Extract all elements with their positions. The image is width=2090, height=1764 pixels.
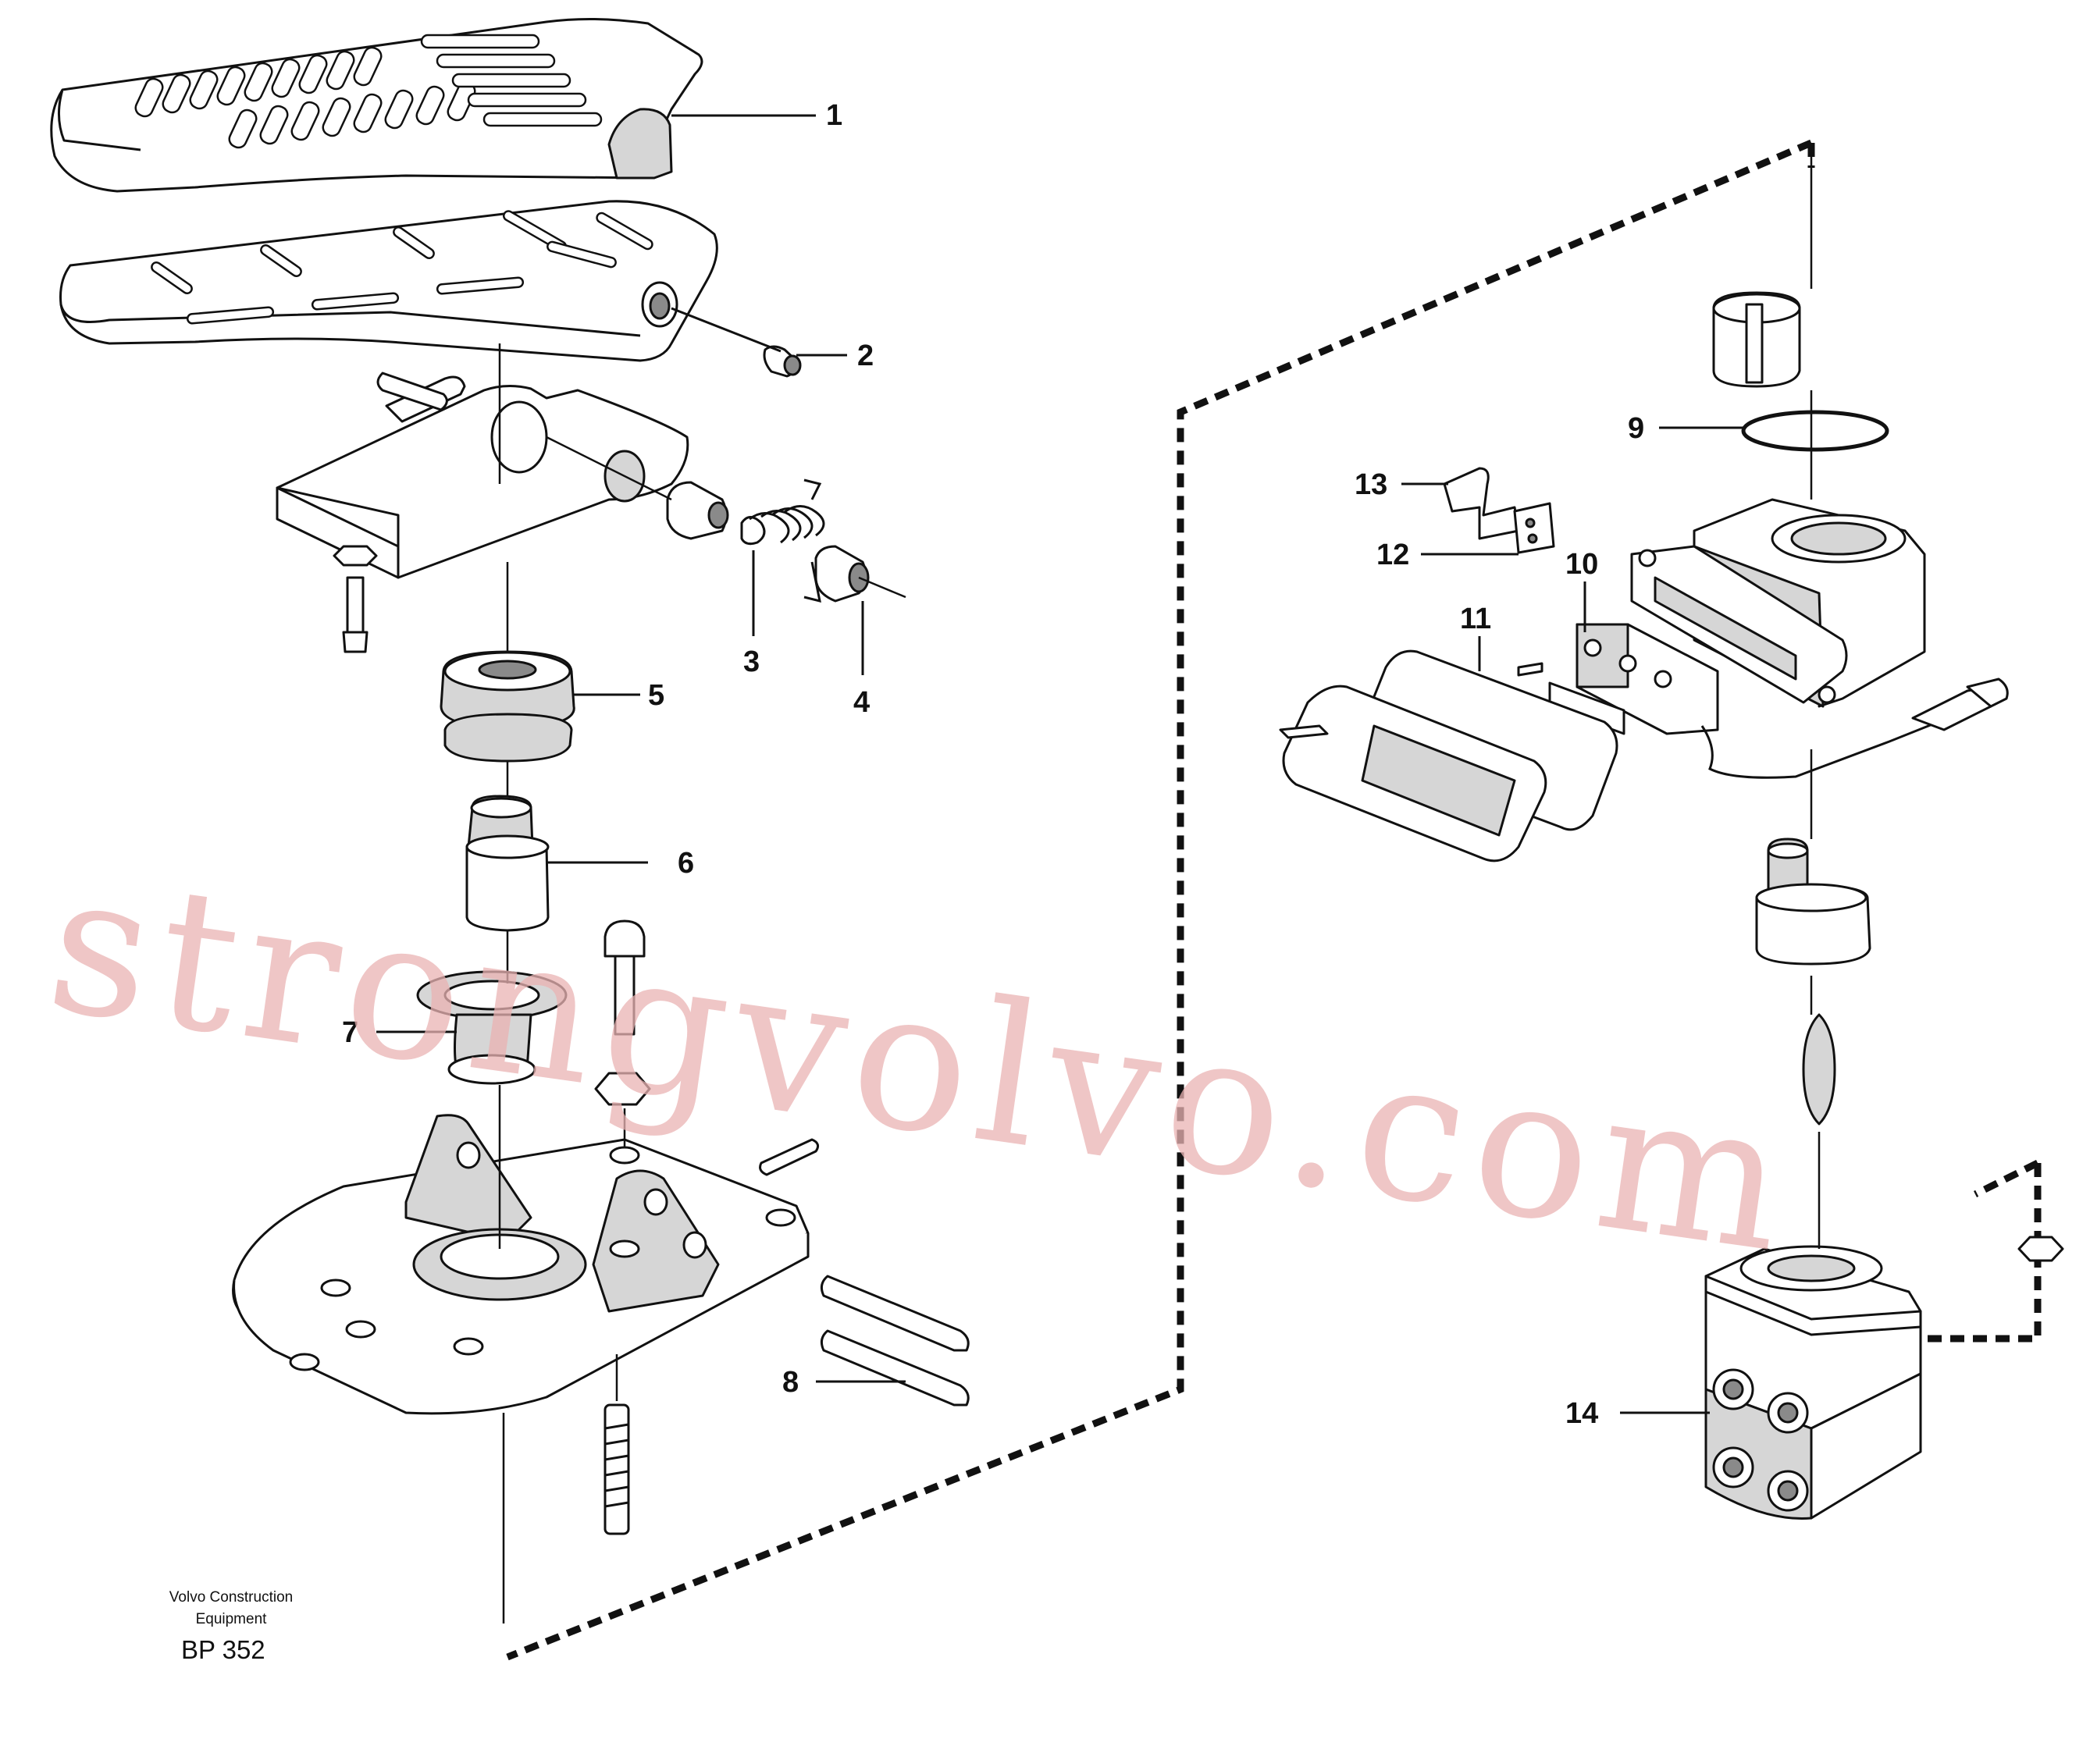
pedal-body-slots	[151, 210, 653, 325]
base-plate	[232, 1114, 810, 1415]
callout-12: 12	[1376, 539, 1409, 571]
part-9-o-ring	[1741, 410, 1889, 452]
footer-block: Volvo Construction Equipment BP 352	[169, 1589, 293, 1664]
callout-6: 6	[678, 847, 694, 880]
assembly-axes	[498, 152, 1821, 1624]
callout-1: 1	[826, 99, 842, 132]
footer-company-line1: Volvo Construction	[169, 1589, 293, 1606]
callout-7: 7	[342, 1016, 358, 1049]
part-2-screw	[763, 345, 802, 378]
pedal-cover-slots	[134, 34, 603, 149]
part-5-rubber-boot	[440, 650, 575, 763]
part-10-switch	[1517, 623, 1719, 735]
part-11-gasket-and-cover	[1279, 649, 1618, 862]
callout-2: 2	[857, 340, 874, 372]
callout-14: 14	[1565, 1397, 1598, 1430]
footer-company-line2: Equipment	[196, 1611, 268, 1627]
threaded-stud	[604, 1403, 630, 1535]
leader-lines	[376, 114, 1745, 1414]
part-4-bushing	[814, 545, 870, 603]
actuator-sleeve	[1755, 838, 1871, 966]
part-13-clip	[1443, 467, 1520, 540]
callout-13: 13	[1355, 468, 1387, 501]
pivot-bushing-left	[666, 481, 729, 540]
part-8-pins	[820, 1275, 970, 1407]
callout-10: 10	[1565, 548, 1598, 581]
callout-11: 11	[1460, 603, 1491, 635]
part-14-valve-body	[1704, 1245, 1922, 1520]
callout-5: 5	[648, 679, 664, 712]
small-pin	[376, 372, 448, 411]
small-dowel	[759, 1138, 820, 1176]
callout-3: 3	[743, 645, 760, 678]
sensor-cable	[1700, 678, 2009, 779]
pedal-body	[59, 200, 718, 362]
valve-housing	[1630, 498, 1926, 708]
callout-labels: 1 2 3 4 5 6 7 8 9 10 11 12 13 14	[342, 99, 1644, 1430]
part-6-plunger	[465, 795, 550, 932]
bracket-screw	[333, 545, 378, 653]
part-3-spring	[740, 478, 825, 603]
top-sleeve	[1712, 291, 1801, 388]
plunger-pin	[1802, 1013, 1836, 1126]
footer-drawing-code: BP 352	[181, 1635, 265, 1664]
right-nut	[2017, 1236, 2064, 1262]
part-7-seal-rings	[416, 970, 568, 1085]
base-bolt	[594, 919, 651, 1106]
callout-4: 4	[853, 686, 870, 719]
callout-9: 9	[1628, 412, 1644, 445]
callout-8: 8	[782, 1366, 799, 1399]
part-12-plate	[1513, 502, 1555, 554]
part-1-pedal-cover	[50, 17, 703, 193]
